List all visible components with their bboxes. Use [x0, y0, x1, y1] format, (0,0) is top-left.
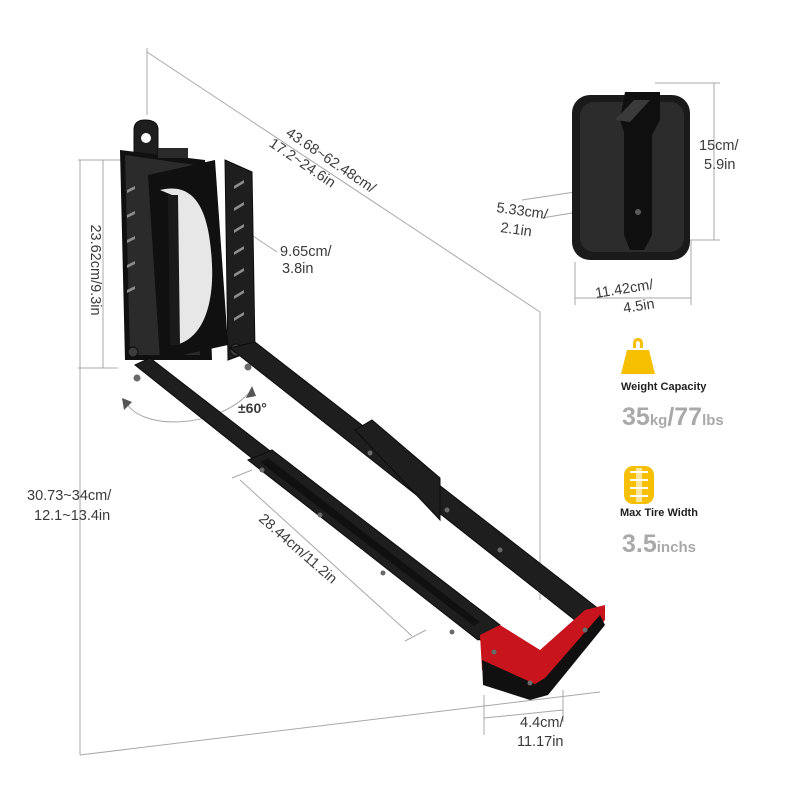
- hook-width-label-2: 11.17in: [517, 734, 564, 750]
- protective-pad: [572, 92, 690, 260]
- svg-text:43.68~62.48cm/ 17.2~24.6: 43.68~62.48cm/ 17.2~24.6in: [266, 121, 382, 214]
- pad-height-label: 15cm/: [699, 138, 739, 154]
- weight-label: Weight Capacity: [621, 381, 707, 393]
- arm-holes: [133, 363, 503, 635]
- pad-depth-label: 5.33cm/: [495, 200, 549, 223]
- spec-tire: Max Tire Width 3.5inchs: [620, 466, 698, 558]
- tire-icon: [624, 466, 654, 504]
- rotation-label: ±60°: [238, 400, 267, 416]
- pad-width-label-2: 4.5in: [622, 296, 656, 317]
- weight-lbs-unit: lbs: [702, 412, 724, 429]
- weight-kg-unit: kg: [650, 412, 668, 429]
- plate-height-label: 23.62cm/9.3in: [87, 224, 103, 315]
- total-height-label: 30.73~34cm/: [27, 488, 112, 504]
- plate-width-label-2: 3.8in: [282, 261, 313, 277]
- weight-value: 35kg/77lbs: [622, 403, 724, 431]
- bike-rack: [120, 119, 605, 700]
- total-height-label-2: 12.1~13.4in: [34, 508, 110, 524]
- spec-weight: Weight Capacity 35kg/77lbs: [621, 338, 724, 431]
- weight-kg-value: 35: [622, 403, 650, 431]
- tire-unit: inchs: [657, 539, 696, 556]
- dimension-lines: [78, 48, 720, 756]
- plate-width-label: 9.65cm/: [280, 244, 333, 260]
- tire-number: 3.5: [622, 530, 657, 558]
- pad-height-label-2: 5.9in: [704, 157, 735, 173]
- mount-hole-icon: [141, 133, 151, 143]
- tire-value: 3.5inchs: [622, 530, 696, 558]
- weight-icon: [621, 338, 655, 374]
- tire-label: Max Tire Width: [620, 507, 698, 519]
- slot-row: [127, 180, 244, 321]
- pad-depth-label-2: 2.1in: [499, 220, 532, 240]
- hook-width-label: 4.4cm/: [520, 715, 564, 731]
- weight-lbs-value: 77: [674, 403, 702, 431]
- weight-separator: /: [667, 403, 674, 431]
